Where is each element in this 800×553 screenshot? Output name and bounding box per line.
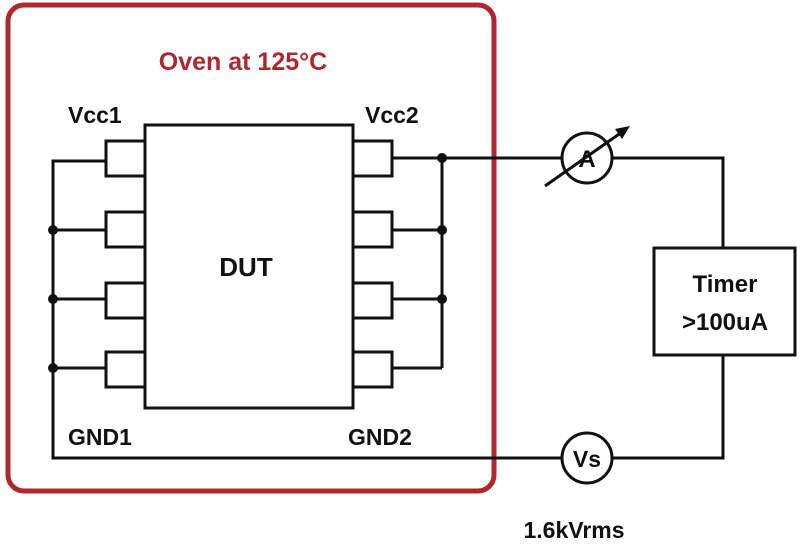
- timer-threshold: >100uA: [682, 309, 768, 336]
- voltage-source-symbol: [560, 431, 614, 485]
- junction-dot: [48, 294, 58, 304]
- gnd2-label: GND2: [348, 424, 412, 450]
- voltage-rating: 1.6kVrms: [523, 517, 624, 543]
- timer-box: [652, 246, 797, 357]
- oven-label: Oven at 125°C: [159, 48, 327, 76]
- left-pin-2: [104, 210, 147, 249]
- right-pin-1: [351, 139, 394, 178]
- right-pin-2: [351, 210, 394, 249]
- right-pin-3: [351, 281, 394, 320]
- voltage-source: Vs: [560, 431, 614, 485]
- junction-dot: [437, 153, 447, 163]
- vcc2-label: Vcc2: [365, 102, 419, 128]
- junction-dot: [48, 363, 58, 373]
- gnd1-label: GND1: [68, 424, 132, 450]
- right-pin-4: [351, 350, 394, 389]
- left-pin-4: [104, 350, 147, 389]
- junction-dot: [48, 225, 58, 235]
- ammeter: A: [544, 126, 630, 188]
- left-wiring: [51, 159, 568, 460]
- timer-label: Timer: [693, 271, 758, 298]
- dut-body: [143, 123, 355, 410]
- voltage-source-label: Vs: [573, 446, 601, 472]
- ammeter-label: A: [578, 146, 595, 173]
- junction-dot: [437, 294, 447, 304]
- junction-dot: [437, 225, 447, 235]
- left-pin-3: [104, 281, 147, 320]
- right-wiring: [392, 156, 562, 370]
- left-pin-1: [104, 139, 147, 178]
- dut-label: DUT: [219, 252, 273, 282]
- vcc1-label: Vcc1: [68, 102, 122, 128]
- ammeter-arrow-line: [544, 130, 623, 188]
- ammeter-arrow-head: [615, 126, 630, 139]
- loop-wiring: [612, 156, 725, 460]
- oven-enclosure: [5, 2, 497, 494]
